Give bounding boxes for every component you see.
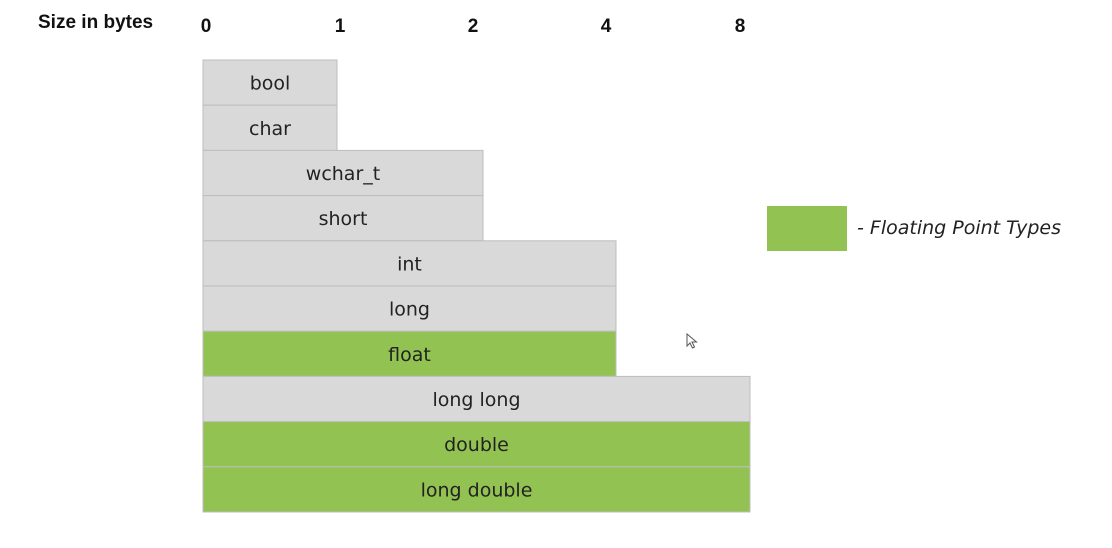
bar-label: bool <box>250 73 291 95</box>
bar <box>202 375 751 423</box>
legend: - Floating Point Types <box>767 206 1061 251</box>
bar <box>202 285 617 332</box>
bar <box>202 466 751 513</box>
x-tick-label: 8 <box>735 16 746 37</box>
legend-swatch <box>767 206 847 251</box>
bar-label: long long <box>432 389 520 411</box>
bar <box>202 240 617 287</box>
mouse-pointer-icon <box>686 333 698 349</box>
x-tick-label: 2 <box>468 16 479 37</box>
x-axis-ticks: 0 1 2 4 8 <box>201 16 746 37</box>
x-tick-label: 0 <box>201 16 212 37</box>
bar-label: wchar_t <box>306 163 380 185</box>
x-tick-label: 4 <box>601 16 612 37</box>
bar <box>202 149 484 197</box>
legend-label: - Floating Point Types <box>857 217 1061 239</box>
bar-label: float <box>388 344 431 366</box>
bar-label: long <box>389 299 430 321</box>
bar-label: double <box>444 434 509 456</box>
bar <box>202 59 338 106</box>
bar-label: short <box>319 208 368 230</box>
x-tick-label: 1 <box>335 16 346 37</box>
bar <box>202 104 338 151</box>
bar-label: long double <box>421 479 533 501</box>
axis-title: Size in bytes <box>38 12 153 33</box>
bar-label: int <box>397 253 422 275</box>
bar <box>202 195 484 242</box>
bar-label: char <box>249 118 291 140</box>
